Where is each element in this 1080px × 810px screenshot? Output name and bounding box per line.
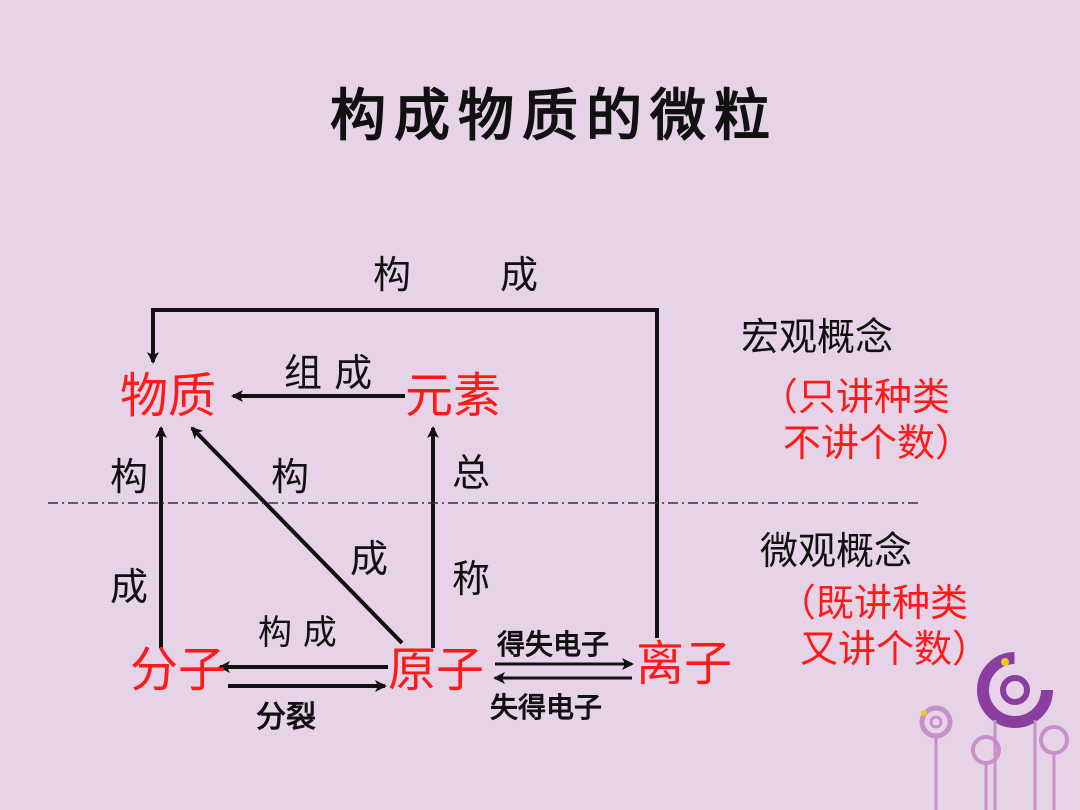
page-title: 构成物质的微粒 xyxy=(330,83,778,149)
label-diag-gou: 构 xyxy=(271,455,310,499)
node-atom: 原子 xyxy=(388,642,485,698)
label-left-cheng: 成 xyxy=(110,565,149,609)
decorative-rings xyxy=(919,705,1069,810)
macro-note-line2: 不讲个数） xyxy=(783,421,974,465)
label-split: 分裂 xyxy=(256,700,316,735)
node-matter: 物质 xyxy=(120,368,217,424)
atom-to-matter-arrow xyxy=(190,426,404,645)
label-atom-molecule-compose: 构 成 xyxy=(258,613,337,653)
label-zucheng: 组 成 xyxy=(284,351,373,395)
ion-to-matter-arrow xyxy=(147,308,659,638)
micro-note-line1: （既讲种类 xyxy=(778,581,969,625)
node-molecule: 分子 xyxy=(130,642,227,698)
label-cheng-name: 称 xyxy=(452,557,491,601)
node-ion: 离子 xyxy=(636,636,733,692)
label-top-gou: 构 xyxy=(373,253,412,297)
node-element: 元素 xyxy=(405,368,502,424)
label-left-gou: 构 xyxy=(110,455,149,499)
macro-concept-heading: 宏观概念 xyxy=(741,315,894,359)
label-top-cheng: 成 xyxy=(500,253,539,297)
label-lose-gain-electrons: 失得电子 xyxy=(490,691,603,724)
decorative-dot xyxy=(921,710,927,716)
label-gain-lose-electrons: 得失电子 xyxy=(497,628,610,661)
micro-note-line2: 又讲个数） xyxy=(800,627,991,671)
decorative-logo xyxy=(977,652,1053,810)
label-diag-cheng: 成 xyxy=(350,537,389,581)
label-zong: 总 xyxy=(452,451,491,495)
macro-note-line1: （只讲种类 xyxy=(760,375,951,419)
micro-concept-heading: 微观概念 xyxy=(760,529,913,573)
